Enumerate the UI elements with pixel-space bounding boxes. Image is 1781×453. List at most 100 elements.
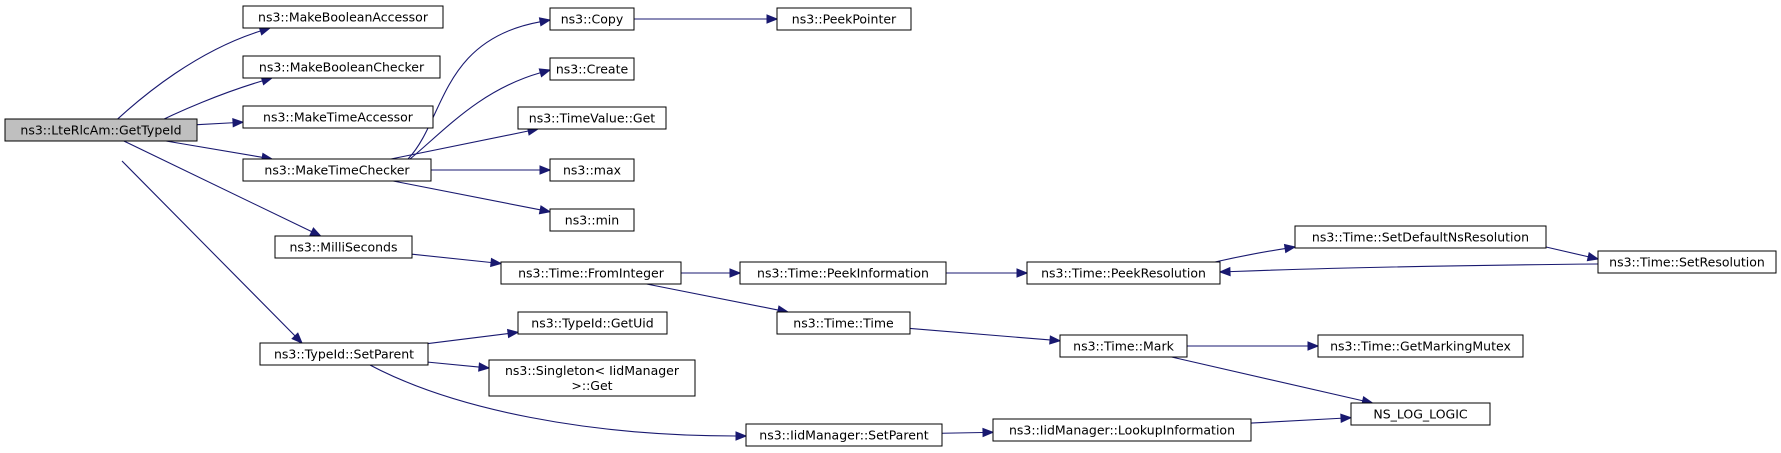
node-label: ns3::MakeBooleanAccessor xyxy=(258,10,429,25)
node-min[interactable]: ns3::min xyxy=(549,208,635,232)
edge-line xyxy=(1171,356,1363,402)
node-box xyxy=(992,418,1252,442)
node-getMarkingMutex[interactable]: ns3::Time::GetMarkingMutex xyxy=(1317,334,1524,358)
node-box xyxy=(1059,334,1188,358)
edge-arrowhead xyxy=(538,68,552,78)
edge-typeIdSetParent-to-getUid xyxy=(427,328,520,345)
node-setResolution[interactable]: ns3::Time::SetResolution xyxy=(1597,250,1777,274)
node-typeIdSetParent[interactable]: ns3::TypeId::SetParent xyxy=(259,342,429,366)
node-label: ns3::TimeValue::Get xyxy=(529,111,656,126)
node-box xyxy=(1350,402,1491,426)
node-timeValueGet[interactable]: ns3::TimeValue::Get xyxy=(517,106,667,130)
edges-layer xyxy=(104,14,1600,441)
edge-fromInteger-to-peekInformation xyxy=(681,268,742,278)
edge-line xyxy=(941,431,984,434)
edge-peekInformation-to-peekResolution xyxy=(946,268,1029,278)
edge-arrowhead xyxy=(538,205,552,215)
node-box xyxy=(1317,334,1524,358)
node-makeTimeChk[interactable]: ns3::MakeTimeChecker xyxy=(242,158,432,182)
edge-mark-to-getMarkingMutex xyxy=(1187,341,1320,351)
edge-timeTime-to-mark xyxy=(909,327,1062,345)
edge-fromInteger-to-timeTime xyxy=(646,283,790,315)
node-label: ns3::IidManager::SetParent xyxy=(759,428,929,443)
node-setDefaultNsRes[interactable]: ns3::Time::SetDefaultNsResolution xyxy=(1294,225,1547,249)
node-create[interactable]: ns3::Create xyxy=(549,57,635,81)
edge-getTypeId-to-typeIdSetParent xyxy=(121,160,303,344)
edge-arrowhead xyxy=(1049,335,1062,345)
node-box xyxy=(1026,261,1221,285)
node-makeTimeAcc[interactable]: ns3::MakeTimeAccessor xyxy=(242,105,434,129)
edge-arrowhead xyxy=(478,362,491,372)
edge-arrowhead xyxy=(232,118,245,128)
edge-line xyxy=(411,253,492,264)
node-mark[interactable]: ns3::Time::Mark xyxy=(1059,334,1188,358)
node-singletonGet[interactable]: ns3::Singleton< IidManager>::Get xyxy=(488,359,696,397)
node-label: ns3::MakeBooleanChecker xyxy=(259,60,425,75)
node-timeTime[interactable]: ns3::Time::Time xyxy=(776,311,911,335)
edge-getTypeId-to-makeTimeChk xyxy=(165,140,274,162)
edge-peekResolution-to-setDefaultNsRes xyxy=(1214,243,1297,263)
node-nsLogLogic[interactable]: NS_LOG_LOGIC xyxy=(1350,402,1491,426)
edge-arrowhead xyxy=(1586,252,1600,262)
node-label: ns3::MilliSeconds xyxy=(289,240,397,255)
edge-line xyxy=(392,180,541,211)
node-box xyxy=(242,5,444,29)
node-box xyxy=(517,311,668,335)
node-label: >::Get xyxy=(571,378,612,393)
edge-arrowhead xyxy=(735,431,748,441)
node-makeBoolChk[interactable]: ns3::MakeBooleanChecker xyxy=(242,55,441,79)
edge-line xyxy=(427,361,480,368)
node-box xyxy=(488,359,696,397)
edge-setResolution-to-peekResolution xyxy=(1218,263,1599,277)
node-box xyxy=(4,118,198,142)
node-iidSetParent[interactable]: ns3::IidManager::SetParent xyxy=(745,423,943,447)
node-fromInteger[interactable]: ns3::Time::FromInteger xyxy=(500,261,682,285)
node-box xyxy=(549,57,635,81)
node-box xyxy=(776,311,911,335)
node-label: ns3::IidManager::LookupInformation xyxy=(1009,423,1235,438)
node-getUid[interactable]: ns3::TypeId::GetUid xyxy=(517,311,668,335)
edge-arrowhead xyxy=(982,427,995,438)
node-label: ns3::MakeTimeAccessor xyxy=(263,110,414,125)
node-max[interactable]: ns3::max xyxy=(549,158,635,182)
edge-mark-to-nsLogLogic xyxy=(1171,356,1374,406)
node-lookupInformation[interactable]: ns3::IidManager::LookupInformation xyxy=(992,418,1252,442)
edge-makeTimeChk-to-copy xyxy=(407,17,552,160)
node-peekResolution[interactable]: ns3::Time::PeekResolution xyxy=(1026,261,1221,285)
node-box xyxy=(549,208,635,232)
node-label: ns3::Singleton< IidManager xyxy=(505,363,680,378)
edge-arrowhead xyxy=(539,165,552,175)
edge-arrowhead xyxy=(506,328,520,339)
node-peekPointer[interactable]: ns3::PeekPointer xyxy=(776,7,912,31)
edge-line xyxy=(646,283,779,311)
edge-getTypeId-to-milliSeconds xyxy=(123,140,322,237)
edge-line xyxy=(123,140,312,233)
node-box xyxy=(242,105,434,129)
node-label: ns3::Copy xyxy=(561,12,624,27)
node-peekInformation[interactable]: ns3::Time::PeekInformation xyxy=(739,261,947,285)
node-box xyxy=(549,7,635,31)
node-box xyxy=(1294,225,1547,249)
edge-iidSetParent-to-lookupInformation xyxy=(941,427,995,438)
edge-typeIdSetParent-to-singletonGet xyxy=(427,361,491,372)
node-copy[interactable]: ns3::Copy xyxy=(549,7,635,31)
node-getTypeId[interactable]: ns3::LteRlcAm::GetTypeId xyxy=(4,118,198,142)
node-label: ns3::max xyxy=(563,163,621,178)
edge-line xyxy=(1545,246,1589,258)
edge-getTypeId-to-makeTimeAcc xyxy=(196,118,245,128)
edge-line xyxy=(1214,247,1286,263)
node-box xyxy=(517,106,667,130)
edge-makeTimeChk-to-max xyxy=(431,165,552,175)
node-label: ns3::Time::PeekResolution xyxy=(1041,266,1206,281)
node-milliSeconds[interactable]: ns3::MilliSeconds xyxy=(274,235,413,259)
edge-arrowhead xyxy=(1016,268,1029,278)
node-label: ns3::MakeTimeChecker xyxy=(264,163,410,178)
edge-arrowhead xyxy=(490,257,503,268)
edge-typeIdSetParent-to-iidSetParent xyxy=(369,364,748,441)
edge-line xyxy=(165,140,263,158)
node-makeBoolAcc[interactable]: ns3::MakeBooleanAccessor xyxy=(242,5,444,29)
node-label: ns3::TypeId::GetUid xyxy=(531,316,653,331)
edge-line xyxy=(409,72,541,160)
node-label: ns3::TypeId::SetParent xyxy=(274,347,414,362)
